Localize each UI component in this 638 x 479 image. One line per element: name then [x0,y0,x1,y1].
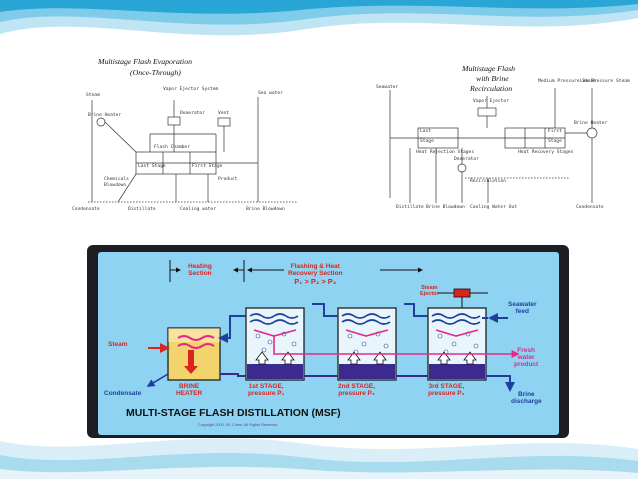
once-through-label: Product [218,177,238,182]
msf-title: MULTI-STAGE FLASH DISTILLATION (MSF) [126,407,341,419]
recirculation-title-line2: with Brine [476,74,509,83]
recirculation-label: First [548,129,562,134]
brine-heater-label: BRINE HEATER [176,383,203,398]
stage3-line2: pressure P₃ [428,389,465,397]
fresh-water-line2: water [517,353,535,361]
recirculation-label: Heat Recovery Stages [518,150,574,155]
recirculation-label: Deaerator [454,157,479,162]
msf-copyright: Copyright 2000, SK Chem. All Rights Rese… [198,423,278,427]
steam-ejector-line1: Steam [421,285,438,291]
once-through-label: Sea water [258,91,283,96]
once-through-label: Deaerator [180,111,205,116]
stage2-line1: 2nd STAGE, [338,383,376,390]
recirculation-label: Medium Pressure Steam [538,79,597,84]
recirculation-schematic [389,88,598,203]
stage3-line1: 3rd STAGE, [428,383,465,390]
seawater-feed-line1: Seawater [508,301,537,308]
recirculation-label: Stage [548,139,562,144]
once-through-diagram: Multistage Flash Evaporation (Once-Throu… [68,52,308,222]
stage1-line2: pressure P₁ [248,389,285,397]
recirculation-title-line3: Recirculation [470,84,513,93]
brine-discharge-line1: Brine [518,391,535,398]
recirculation-label: Brine Heater [574,121,608,126]
once-through-label: Distillate [128,207,156,212]
once-through-label: Blowdown [104,183,127,188]
seawater-feed-label: Seawater feed [508,301,537,316]
recirculation-label: Vapor Ejector [473,99,509,104]
once-through-label: Flash Chamber [154,145,190,150]
flashing-line1: Flashing & Heat [290,263,340,270]
brine-discharge-line2: discharge [511,397,542,405]
once-through-label: Vent [218,111,230,116]
heating-section-label: Heating Section [188,263,212,278]
fresh-water-line1: Fresh [517,347,535,354]
recirculation-label: Cooling Water Out [470,205,518,210]
steam-ejector-label: Steam Ejector [420,285,439,298]
condensate-label: Condensate [104,390,142,397]
stage2-line2: pressure P₂ [338,389,375,397]
once-through-label: Vapor Ejector System [163,87,219,92]
fresh-water-line3: product [514,360,539,368]
seawater-feed-line2: feed [515,307,529,315]
brine-heater-line2: HEATER [176,389,203,397]
recirculation-label: Stage [420,139,434,144]
once-through-label: Brine Blowdown [246,207,285,212]
recirculation-label: Seawater [376,85,399,90]
once-through-schematic [88,97,298,203]
once-through-label: Steam [86,93,100,98]
recirculation-title-line1: Multistage Flash [462,64,516,73]
once-through-label: First Stage [192,164,223,169]
heating-section-line2: Section [188,269,212,277]
stage3-label: 3rd STAGE, pressure P₃ [428,383,465,398]
brine-discharge-label: Brine discharge [511,391,542,406]
once-through-label: Chemicals [104,177,129,182]
recirculation-label: Distillate [396,205,424,210]
once-through-subtitle: (Once-Through) [130,68,181,77]
msf-process-schematic [146,260,520,392]
brine-recirculation-diagram: Multistage Flash with Brine Recirculatio… [370,58,630,223]
brine-heater-line1: BRINE [179,383,200,390]
recirculation-label: Condensate [576,205,604,210]
recirculation-label: Low Pressure Steam [580,79,630,84]
stage1-label: 1st STAGE, pressure P₁ [248,383,285,398]
top-wave-decoration [0,0,638,36]
once-through-title: Multistage Flash Evaporation [98,57,192,66]
fresh-water-label: Fresh water product [514,347,539,368]
stage1-line1: 1st STAGE, [248,383,284,390]
recirculation-label: Brine Blowdown [426,205,465,210]
once-through-label: Condensate [72,207,100,212]
once-through-label: Brine Heater [88,113,122,118]
steam-input-label: Steam [108,341,128,348]
once-through-label: Last Stage [138,164,166,169]
flashing-line2: Recovery Section [288,269,343,277]
pressure-order: P₁ > P₂ > P₃ [294,276,337,286]
bottom-wave-decoration [0,438,638,479]
flashing-recovery-label: Flashing & Heat Recovery Section P₁ > P₂… [288,263,343,286]
steam-ejector-line2: Ejector [420,290,439,297]
heating-section-line1: Heating [188,263,212,270]
stage2-label: 2nd STAGE, pressure P₂ [338,383,376,398]
once-through-label: Cooling water [180,207,216,212]
recirculation-label: Heat Rejection Stages [416,150,475,155]
recirculation-label: Last [420,129,432,134]
recirculation-label: Recirculation [470,179,506,184]
